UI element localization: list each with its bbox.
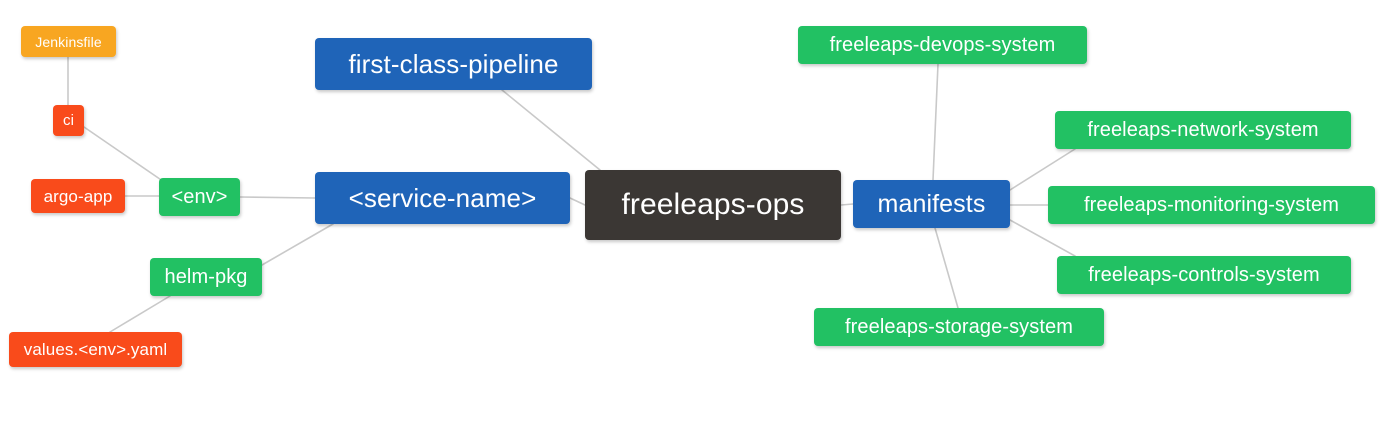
node-service-name[interactable]: <service-name> — [315, 172, 570, 224]
edge-manifests-to-freeleaps-devops-system — [932, 63, 939, 181]
node-argo-app[interactable]: argo-app — [31, 179, 125, 213]
edge-manifests-to-freeleaps-network-system — [1009, 148, 1076, 191]
node-values-env-yaml[interactable]: values.<env>.yaml — [9, 332, 182, 367]
edge-service-name-to-env — [239, 196, 316, 199]
node-freeleaps-monitoring-system[interactable]: freeleaps-monitoring-system — [1048, 186, 1375, 224]
edge-freeleaps-ops-to-first-class-pipeline — [501, 89, 601, 171]
edge-helm-pkg-to-values-env-yaml — [109, 295, 171, 333]
node-freeleaps-devops-system[interactable]: freeleaps-devops-system — [798, 26, 1087, 64]
edge-manifests-to-freeleaps-controls-system — [1009, 219, 1076, 257]
node-freeleaps-controls-system[interactable]: freeleaps-controls-system — [1057, 256, 1351, 294]
edge-manifests-to-freeleaps-storage-system — [934, 227, 959, 309]
node-helm-pkg[interactable]: helm-pkg — [150, 258, 262, 296]
edge-service-name-to-helm-pkg — [261, 223, 334, 266]
node-freeleaps-storage-system[interactable]: freeleaps-storage-system — [814, 308, 1104, 346]
node-manifests[interactable]: manifests — [853, 180, 1010, 228]
edge-freeleaps-ops-to-service-name — [569, 197, 586, 206]
node-first-class-pipeline[interactable]: first-class-pipeline — [315, 38, 592, 90]
node-env[interactable]: <env> — [159, 178, 240, 216]
node-freeleaps-ops[interactable]: freeleaps-ops — [585, 170, 841, 240]
node-freeleaps-network-system[interactable]: freeleaps-network-system — [1055, 111, 1351, 149]
node-jenkinsfile[interactable]: Jenkinsfile — [21, 26, 116, 57]
edge-env-to-ci — [83, 126, 171, 187]
edge-freeleaps-ops-to-manifests — [840, 203, 854, 206]
node-ci[interactable]: ci — [53, 105, 84, 136]
